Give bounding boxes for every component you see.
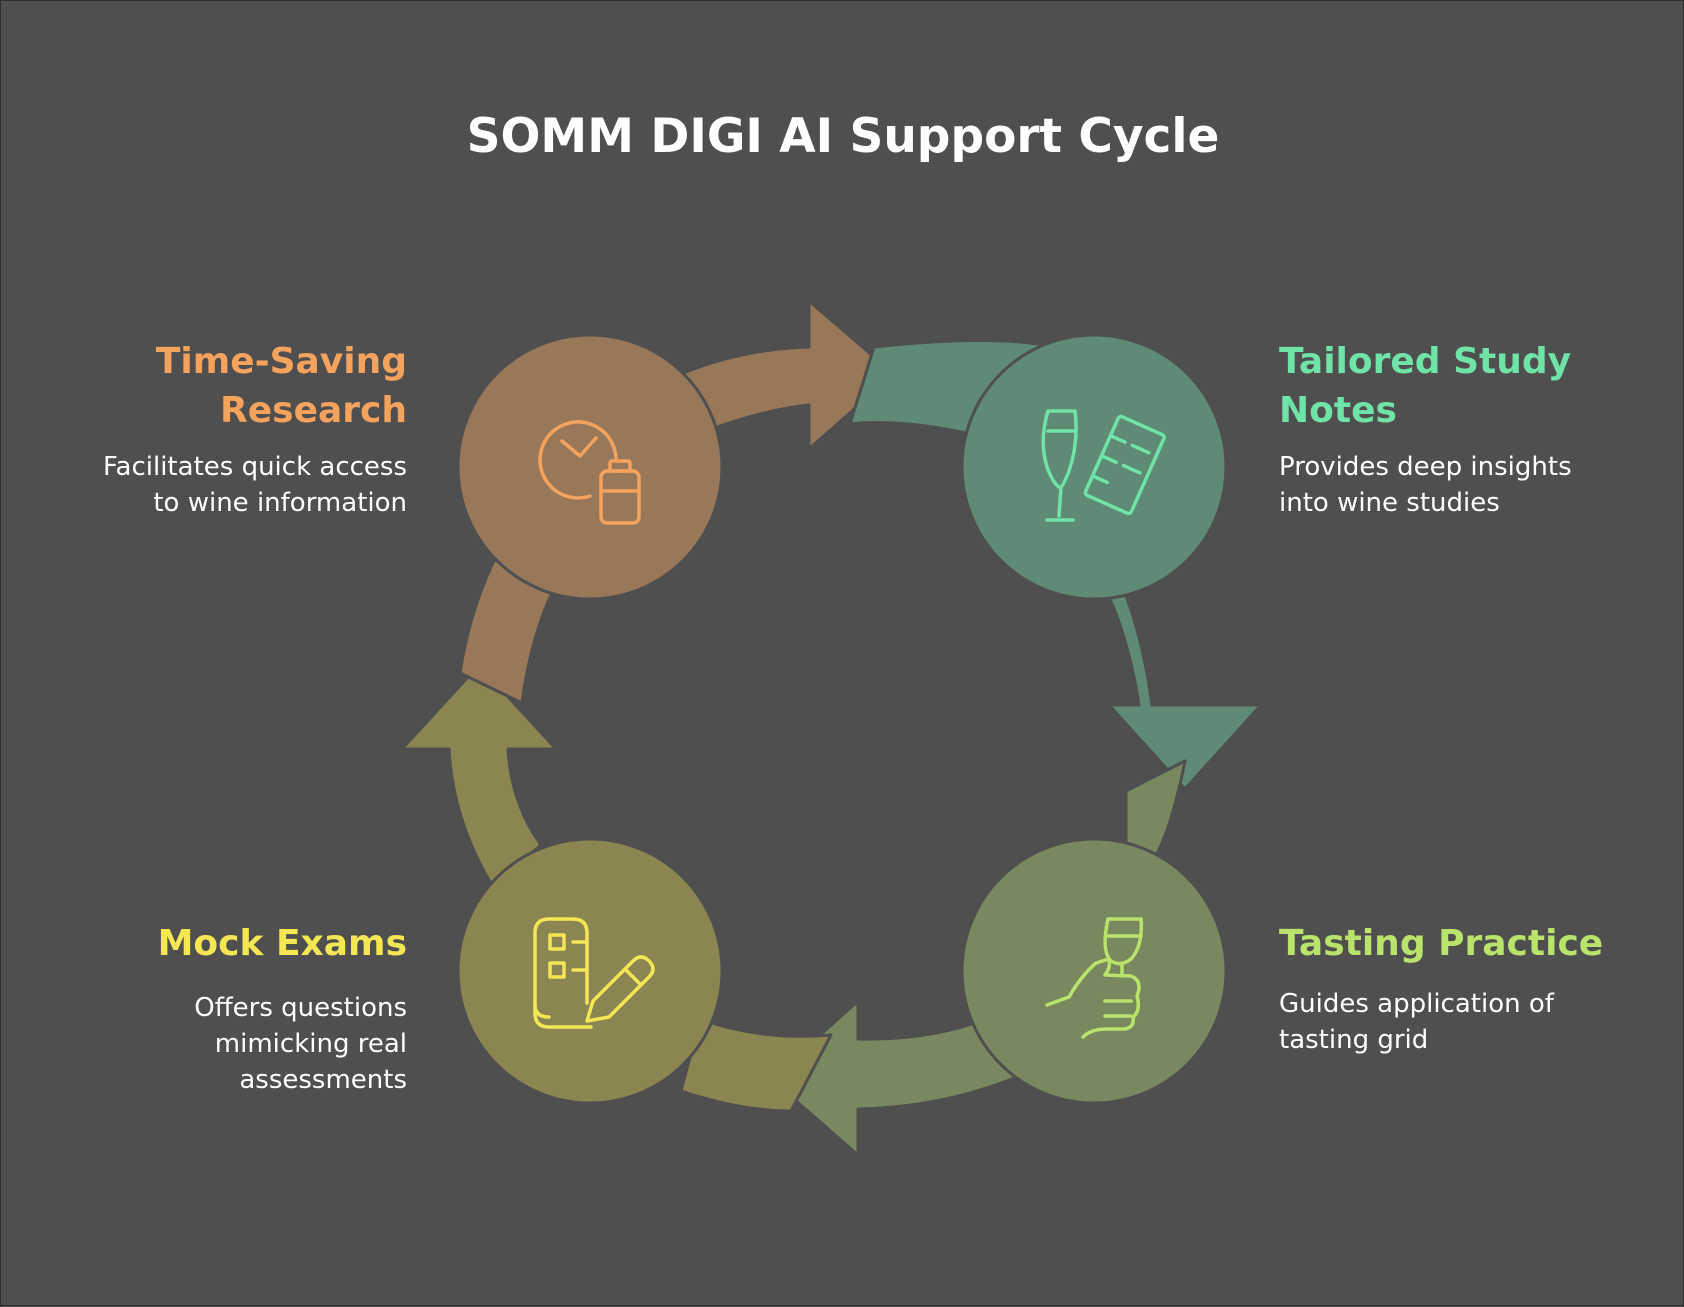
hand-holding-glass-icon xyxy=(1045,917,1144,1039)
circle-notes xyxy=(960,333,1228,601)
circle-tasting xyxy=(960,837,1228,1105)
arrow-research-to-notes xyxy=(679,299,896,451)
stage-research: Time-Saving Research Facilitates quick a… xyxy=(2,337,407,521)
page-title: SOMM DIGI AI Support Cycle xyxy=(466,109,1220,164)
arrow-exams-to-research xyxy=(400,663,558,889)
circle-research xyxy=(456,333,724,601)
stage-tasting: Tasting Practice Guides application of t… xyxy=(1279,919,1679,1058)
stage-research-heading: Time-Saving Research xyxy=(155,341,407,431)
wine-glass-notes-icon xyxy=(1041,409,1166,522)
circle-exams xyxy=(456,837,724,1105)
stage-exams: Mock Exams Offers questions mimicking re… xyxy=(2,919,407,1098)
clock-battery-icon xyxy=(538,420,641,525)
stage-notes: Tailored Study Notes Provides deep insig… xyxy=(1279,337,1684,521)
stage-notes-heading: Tailored Study Notes xyxy=(1279,341,1572,431)
arrow-notes-to-tasting-head xyxy=(1107,563,1263,791)
arrow-tasting-to-exams xyxy=(769,999,1033,1157)
stage-research-description: Facilitates quick access to wine informa… xyxy=(102,452,407,518)
checklist-pencil-icon xyxy=(533,917,655,1029)
stage-exams-heading: Mock Exams xyxy=(157,923,407,964)
arrow-exams-to-research-tail xyxy=(679,1017,833,1113)
stage-notes-description: Provides deep insights into wine studies xyxy=(1279,452,1572,518)
stage-exams-description: Offers questions mimicking real assessme… xyxy=(194,993,407,1095)
stage-tasting-heading: Tasting Practice xyxy=(1279,923,1604,964)
stage-tasting-description: Guides application of tasting grid xyxy=(1279,989,1554,1055)
